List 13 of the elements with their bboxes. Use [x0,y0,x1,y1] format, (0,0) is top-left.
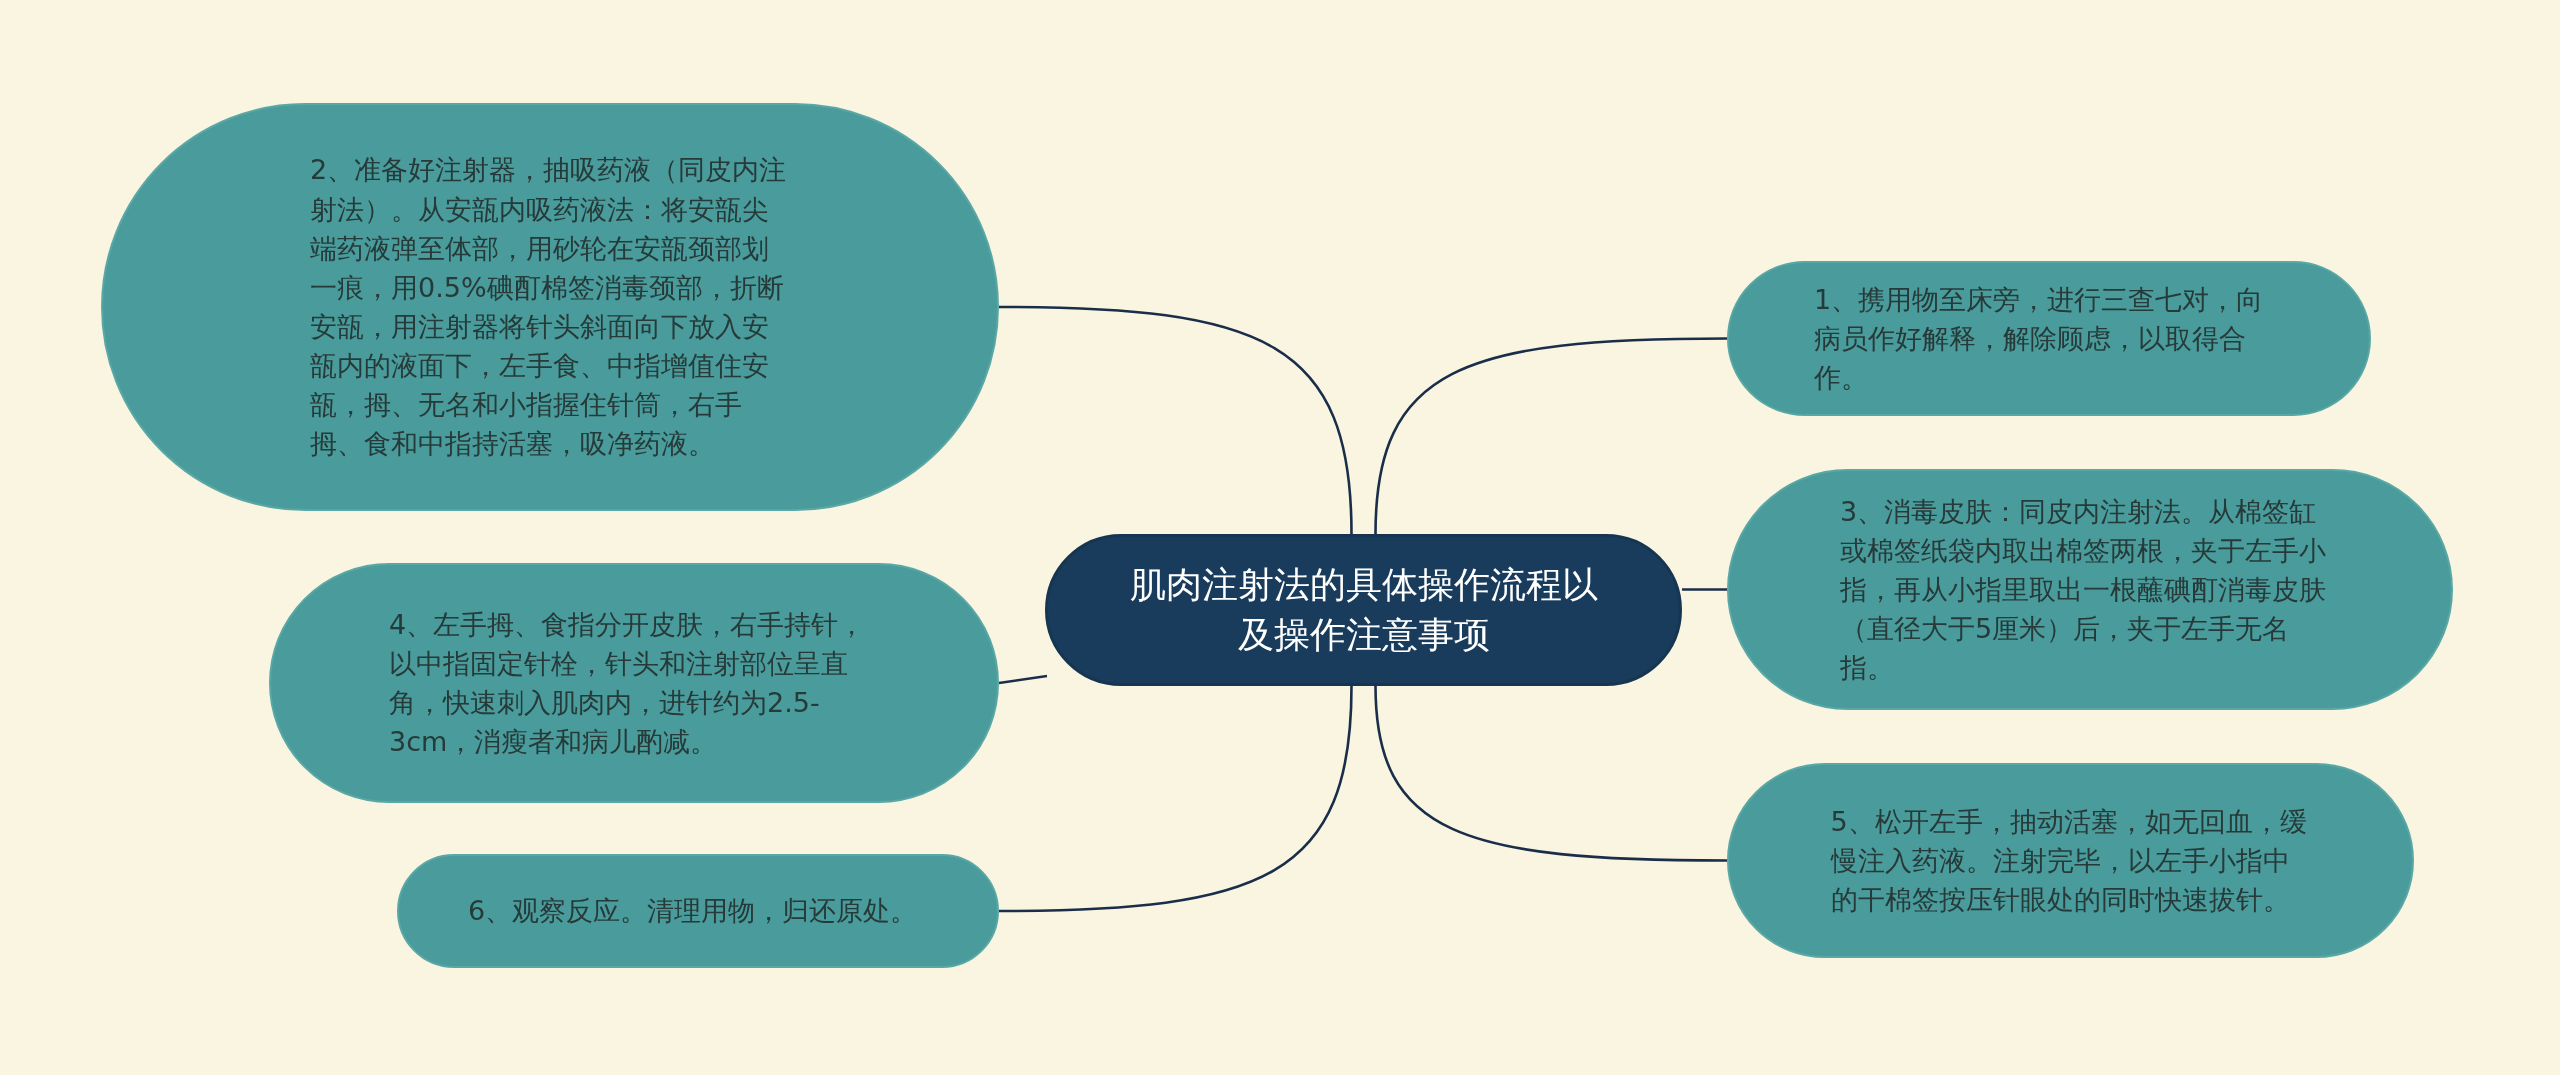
connector-line [999,305,1353,535]
connector-line [1374,337,1727,535]
subtopic-text: 6、观察反应。清理用物，归还原处。 [468,894,919,929]
connector-line [1682,588,1727,591]
connector-line [1374,685,1727,862]
connector-line [999,685,1353,913]
subtopic-text: 3、消毒皮肤：同皮内注射法。从棉签缸或棉签纸袋内取出棉签两根，夹于左手小指，再从小指里取出一根蘸碘酊消毒皮肤（直径大于5厘米）后，夹于左手无名指。 [1840,494,2327,686]
subtopic-text: 2、准备好注射器，抽吸药液（同皮内注射法）。从安瓿内吸药液法：将安瓿尖端药液弹至体部，用砂轮在安瓿颈部划一痕，用0.5%碘酊棉签消毒颈部，折断安瓿，用注射器将针头斜面向下放入安瓿内的液面下，左手食、中指增值住安瓿，拇、无名和小指握住针筒，右手拇、食和中指持活塞，吸净药液。 [310,153,788,462]
subtopic-text: 1、携用物至床旁，进行三查七对，向病员作好解释，解除顾虑，以取得合作。 [1814,282,2265,396]
subtopic-text: 4、左手拇、食指分开皮肤，右手持针，以中指固定针栓，针头和注射部位呈直角，快速刺入肌肉内，进针约为2.5-3cm，消瘦者和病儿酌减。 [389,607,867,760]
topic-title: 肌肉注射法的具体操作流程以及操作注意事项 [1128,562,1599,657]
subtopic-text: 5、松开左手，抽动活塞，如无回血，缓慢注入药液。注射完毕，以左手小指中的干棉签按压针眼处的同时快速拔针。 [1830,804,2308,918]
connector-line [998,674,1048,685]
